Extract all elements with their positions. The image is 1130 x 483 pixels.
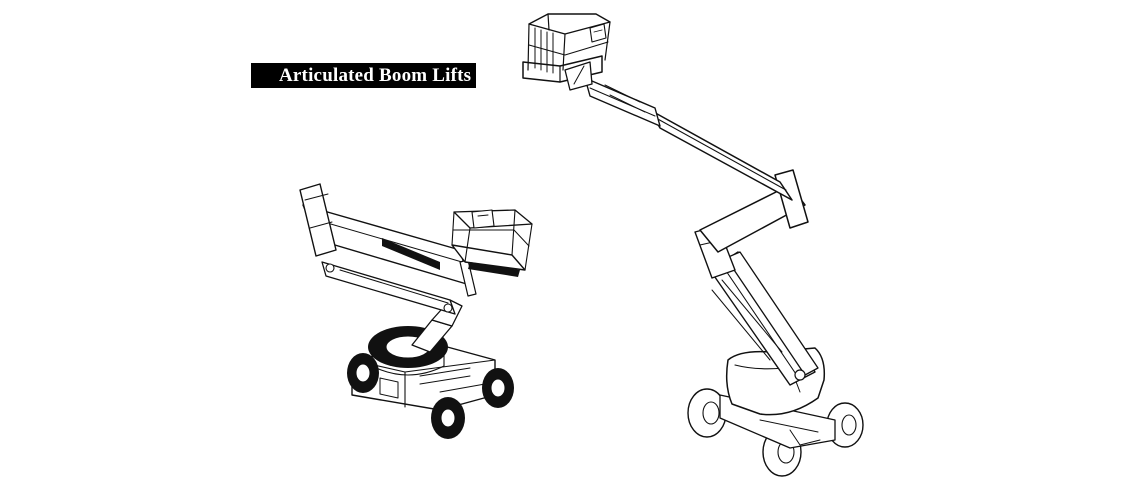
- extended-lift-lower-boom: [694, 225, 819, 386]
- extended-lift-upper-boom: [584, 77, 809, 253]
- extended-boom-lift-drawing: [522, 13, 864, 477]
- title-label: Articulated Boom Lifts: [251, 63, 476, 88]
- extended-lift-platform: [522, 13, 611, 91]
- title-text: Articulated Boom Lifts: [279, 64, 472, 86]
- compact-lift-main-boom: [299, 183, 471, 315]
- compact-lift-riser: [411, 299, 463, 353]
- compact-lift-wheels: [347, 353, 514, 439]
- compact-lift-platform: [451, 209, 533, 297]
- compact-boom-lift-drawing: [299, 183, 533, 439]
